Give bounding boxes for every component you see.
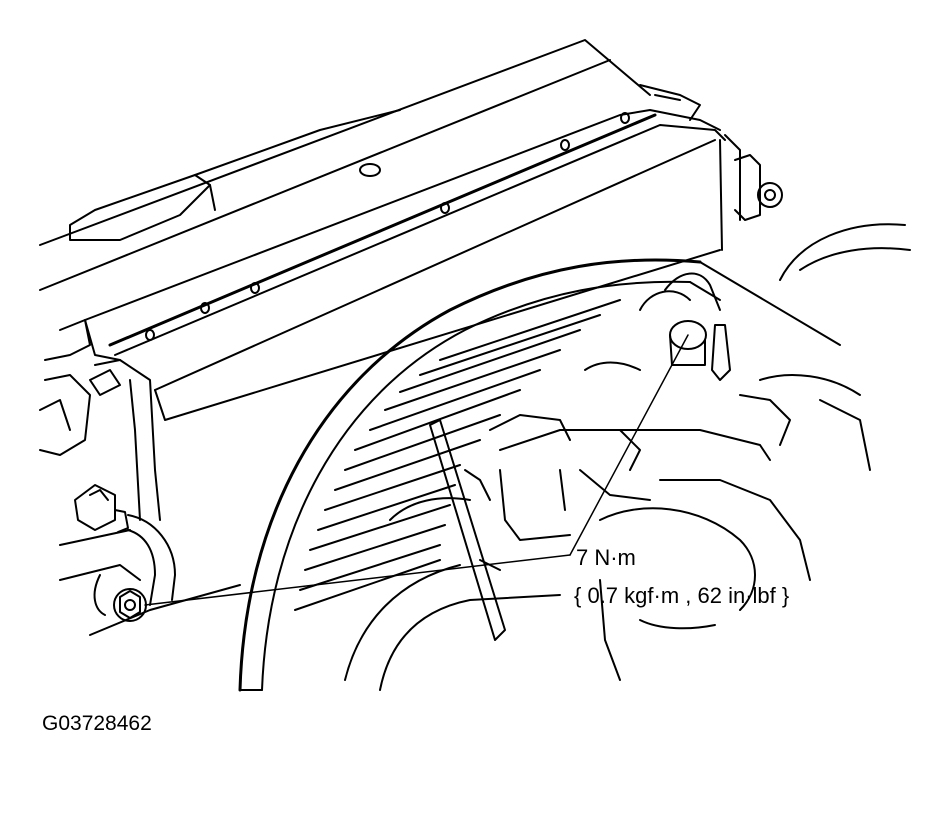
lower-body [59, 497, 561, 691]
body-panel [39, 39, 701, 291]
radiator-hose [639, 134, 783, 381]
figure-code: G03728462 [42, 712, 152, 735]
radiator-core [84, 109, 726, 421]
left-bracket [39, 319, 161, 521]
callout-leaders [144, 334, 689, 606]
torque-spec-value: 7 N·m [576, 545, 636, 570]
fan-shroud [238, 258, 841, 692]
torque-spec-conversion: { 0.7 kgf·m , 62 in·lbf } [574, 583, 790, 608]
engine-parts [489, 223, 911, 681]
bolt-icon [113, 588, 147, 622]
lower-hose [74, 484, 176, 606]
